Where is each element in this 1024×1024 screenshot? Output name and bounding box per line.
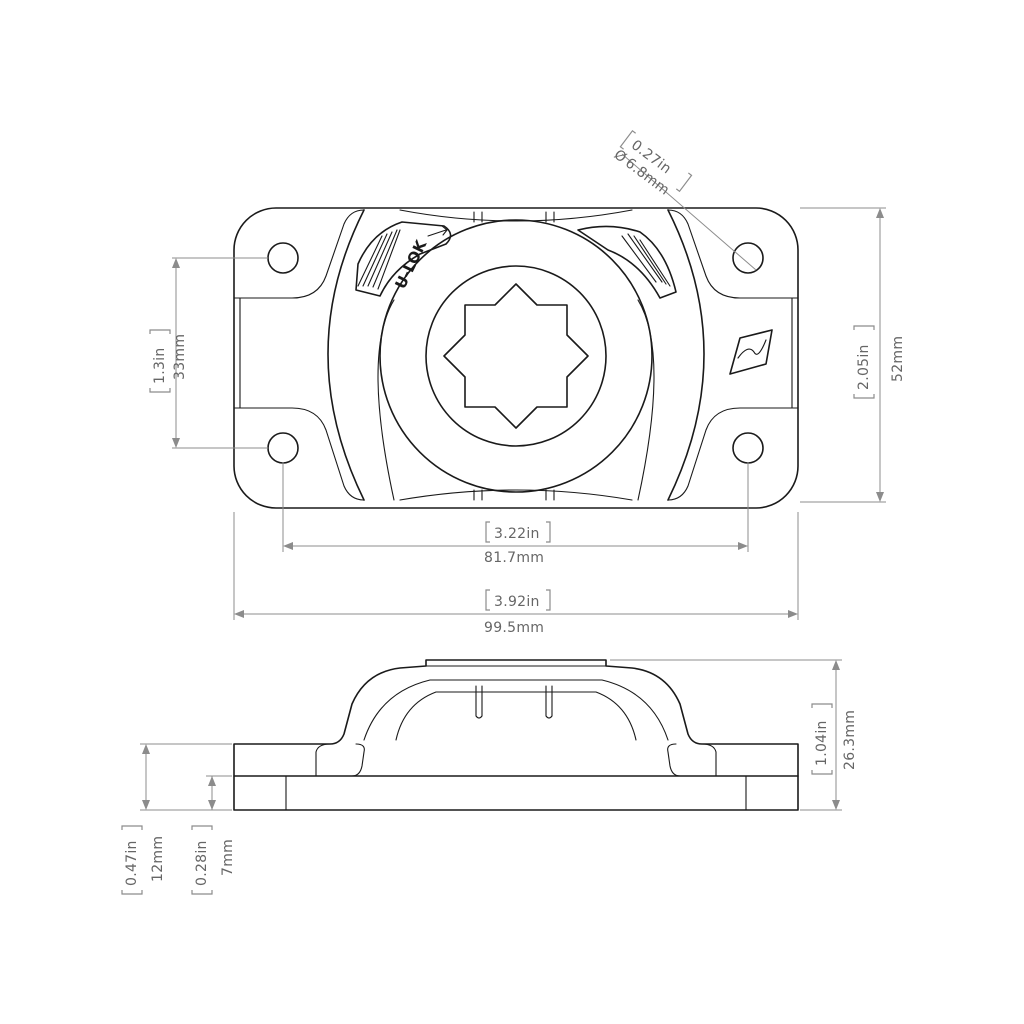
top-view-dimensions: 0.27in Ø 6.8mm 1.3in 33mm 2.05in 52mm xyxy=(149,129,906,636)
hole-spacing-x-mm: 81.7mm xyxy=(484,550,544,566)
lug-top-left xyxy=(233,209,365,299)
ulok-label: U-LOK xyxy=(391,236,430,292)
side-view-dimensions: 1.04in 26.3mm 0.47in 12mm 0.28in 7mm xyxy=(121,659,858,895)
side-view xyxy=(233,659,799,811)
arrow-icon xyxy=(427,225,448,237)
side-tab-right xyxy=(545,685,553,719)
dome-arc-right xyxy=(667,209,705,501)
right-lever-grip xyxy=(621,233,671,287)
center-ring-inner xyxy=(425,265,607,447)
base-plate-outline xyxy=(233,207,799,509)
flange-height-mm: 12mm xyxy=(150,836,166,882)
lug-bottom-right xyxy=(667,407,799,501)
center-ring-outer xyxy=(379,219,653,493)
hole-diameter-leader xyxy=(621,153,757,271)
lug-bottom-left xyxy=(233,407,365,501)
overall-height-in: 1.04in xyxy=(814,720,830,766)
side-base xyxy=(233,775,799,811)
base-height-mm: 7mm xyxy=(220,839,236,876)
ulok-lever xyxy=(355,221,452,297)
dome-lip-top xyxy=(399,209,633,222)
dome-lip-bottom xyxy=(399,489,633,501)
side-arch-inner xyxy=(395,691,637,741)
overall-depth-mm: 52mm xyxy=(890,336,906,382)
overall-width-mm: 99.5mm xyxy=(484,620,544,636)
side-profile xyxy=(233,659,799,777)
ulok-grip xyxy=(357,229,401,290)
overall-width-in: 3.92in xyxy=(494,594,540,610)
brand-wave-icon xyxy=(737,339,767,359)
bottom-tabs xyxy=(473,489,555,501)
flange-height-in: 0.47in xyxy=(124,840,140,886)
top-view: U-LOK xyxy=(233,207,799,509)
hole-spacing-x-in: 3.22in xyxy=(494,526,540,542)
mounting-hole-bottom-left xyxy=(267,432,299,464)
dome-inner-left xyxy=(377,299,395,501)
dome-arc-left xyxy=(327,209,365,501)
dome-inner-right xyxy=(637,299,655,501)
lug-top-right xyxy=(667,209,799,299)
top-tabs xyxy=(473,211,555,223)
mounting-hole-bottom-right xyxy=(732,432,764,464)
hole-spacing-y-in: 1.3in xyxy=(152,347,168,384)
right-lever xyxy=(577,225,677,299)
side-flange-right-inner xyxy=(667,743,799,777)
star-socket xyxy=(443,283,589,429)
side-tab-left xyxy=(475,685,483,719)
side-arch xyxy=(363,679,669,741)
hole-spacing-y-mm: 33mm xyxy=(172,334,188,380)
mounting-hole-top-right xyxy=(732,242,764,274)
overall-height-mm: 26.3mm xyxy=(842,710,858,770)
overall-depth-in: 2.05in xyxy=(856,344,872,390)
side-flange-left-inner xyxy=(233,743,365,777)
mounting-hole-top-left xyxy=(267,242,299,274)
base-height-in: 0.28in xyxy=(194,840,210,886)
logo-badge xyxy=(729,329,773,375)
